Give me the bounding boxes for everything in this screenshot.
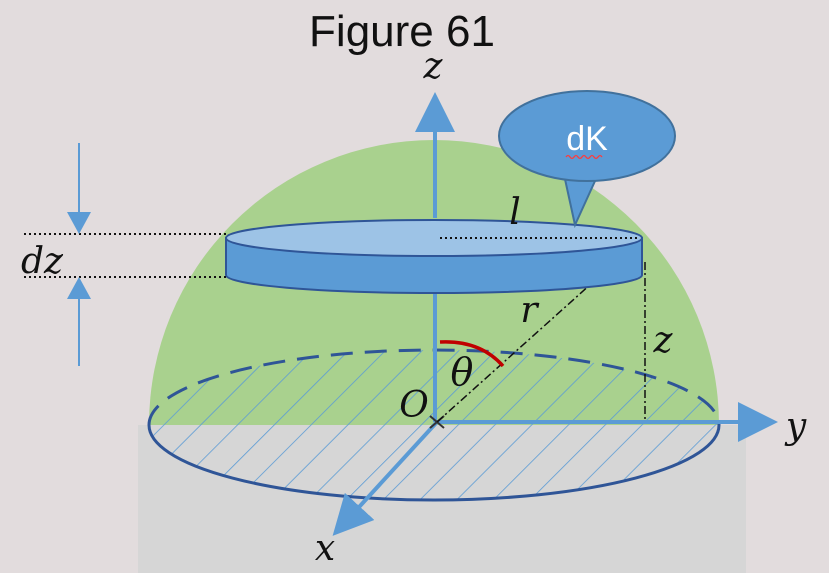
label-angle: θ	[451, 350, 474, 394]
angle-arc	[439, 340, 505, 368]
callout-bubble: dK	[498, 90, 676, 229]
x-axis	[332, 420, 439, 536]
label-axis-y: y	[784, 406, 807, 447]
label-slice-radius: l	[509, 192, 521, 233]
disk-slice	[225, 219, 643, 294]
label-height: z	[653, 320, 674, 361]
label-origin: O	[399, 385, 429, 426]
dz-dimension-arrows	[67, 143, 91, 366]
callout-label: dK	[566, 120, 608, 158]
label-axis-z: z	[423, 46, 444, 87]
figure-title: Figure 61	[309, 7, 495, 56]
spellcheck-underline	[565, 154, 603, 160]
label-thickness: dz	[21, 241, 64, 282]
label-radius: r	[520, 290, 539, 331]
label-axis-x: x	[315, 528, 335, 569]
